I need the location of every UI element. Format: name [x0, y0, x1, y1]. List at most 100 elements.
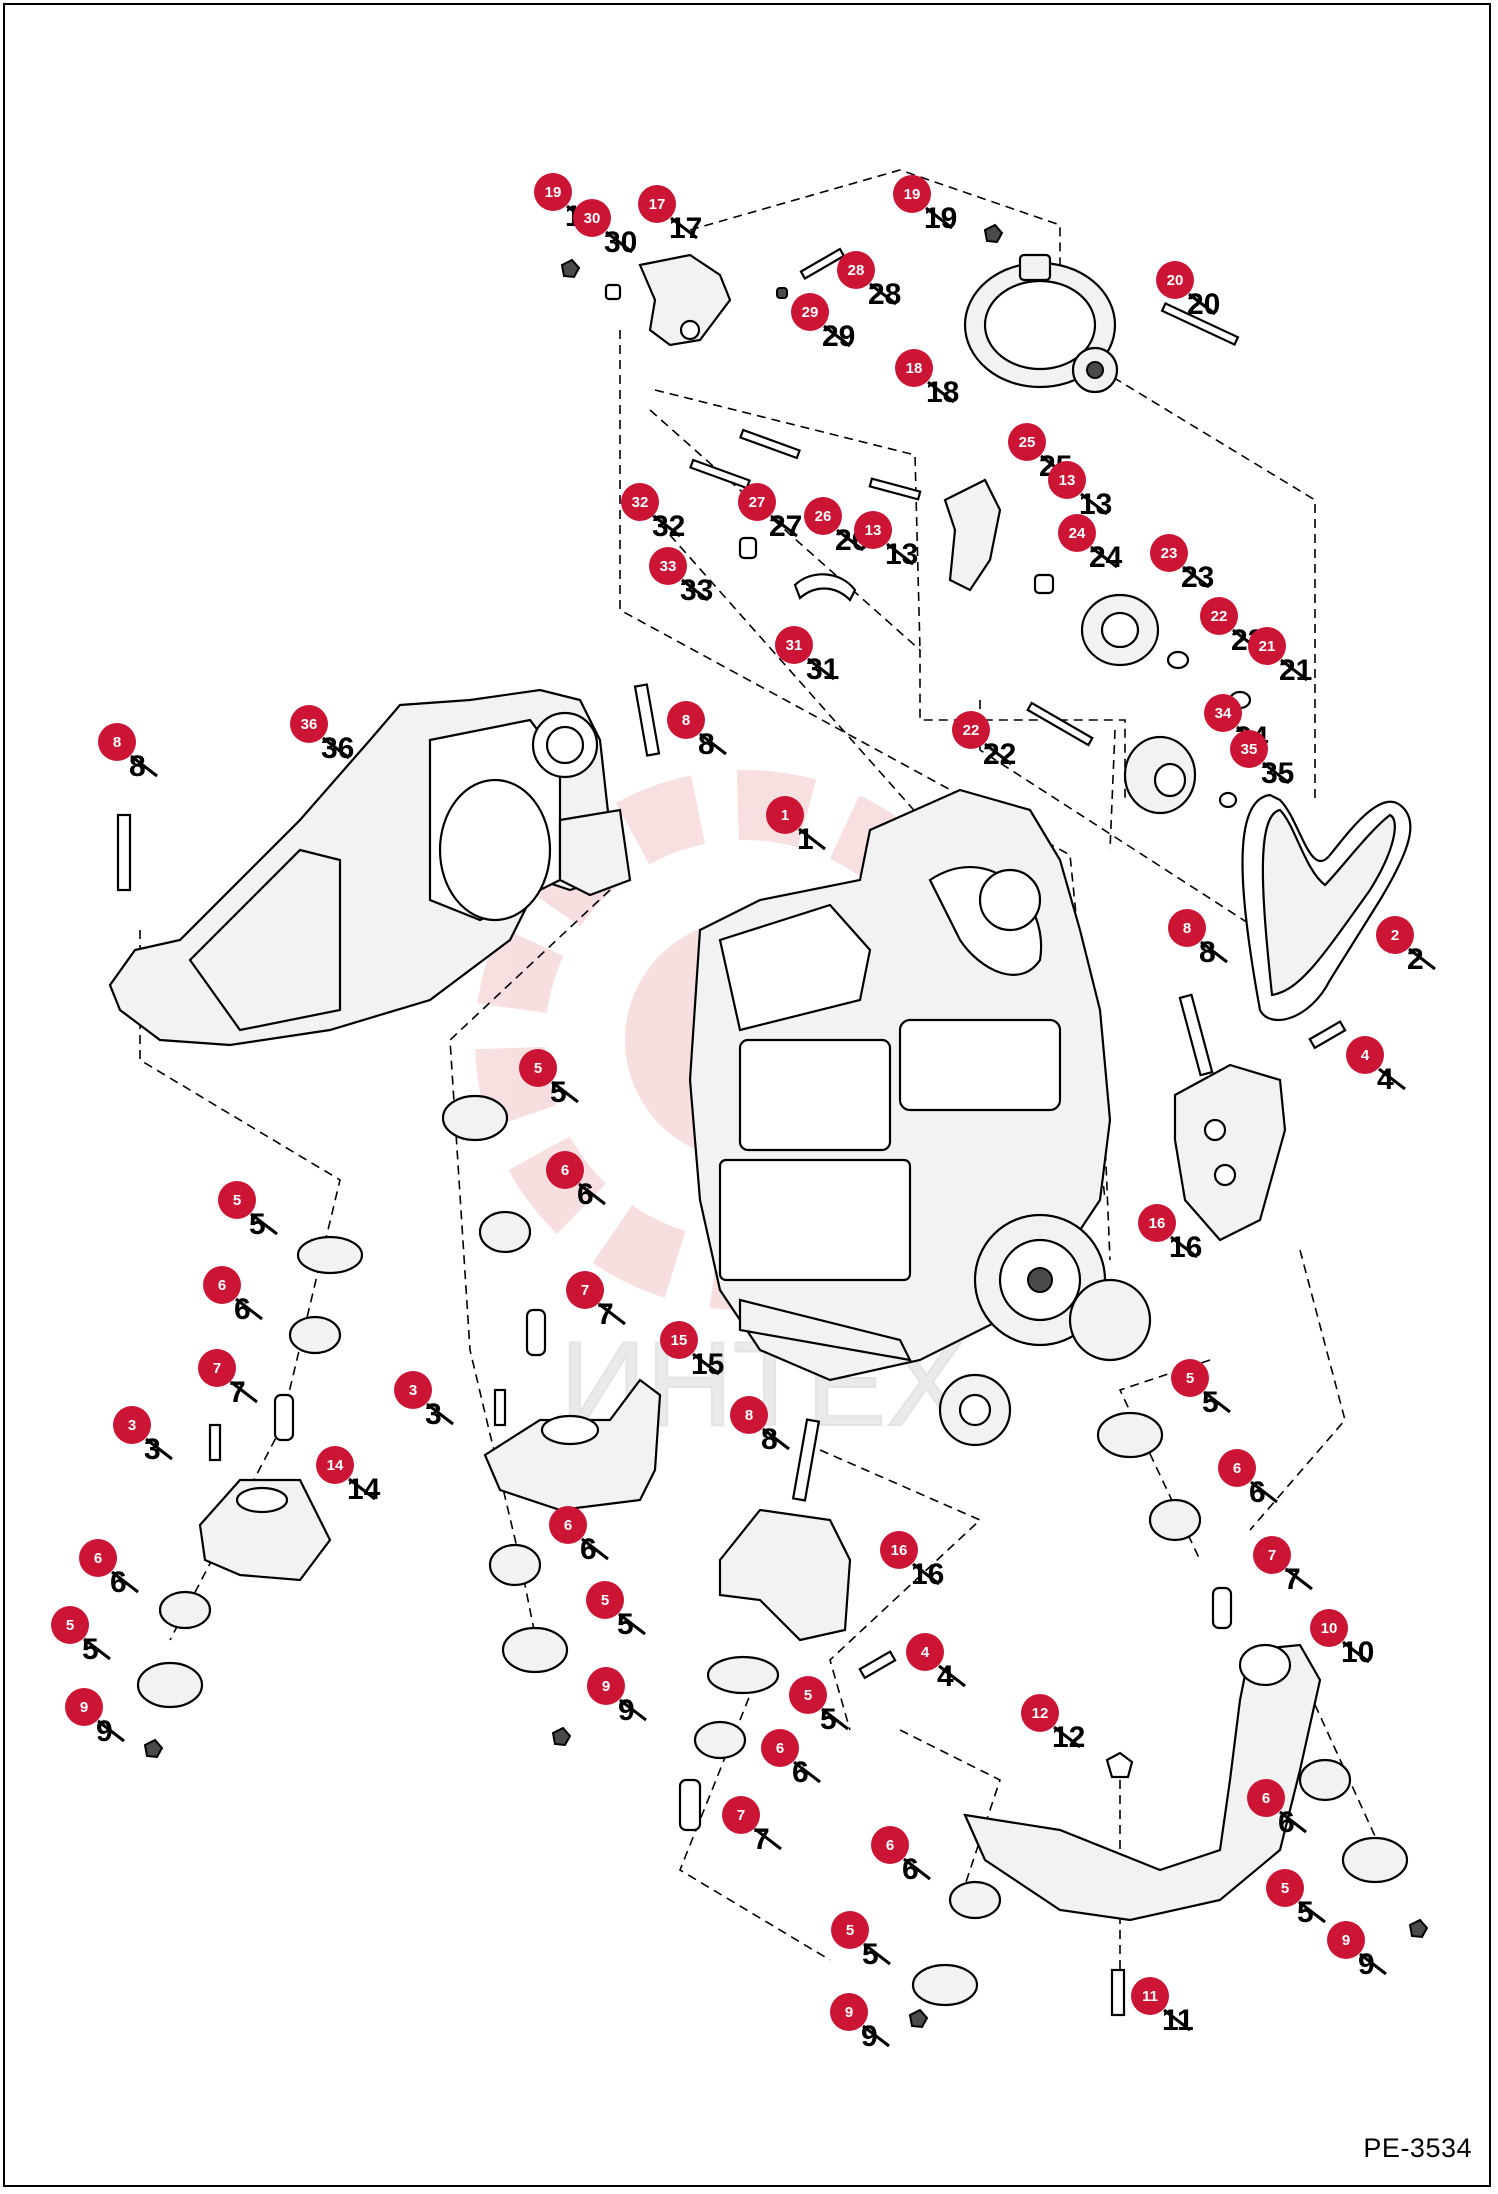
callout-circle-19a[interactable] — [534, 173, 572, 211]
callout-marker-2[interactable]: 2 — [1376, 916, 1414, 954]
callout-marker-8b[interactable]: 8 — [667, 701, 705, 739]
callout-marker-32[interactable]: 32 — [621, 483, 659, 521]
callout-circle-11[interactable] — [1131, 1977, 1169, 2015]
callout-circle-31[interactable] — [775, 626, 813, 664]
callout-circle-34[interactable] — [1204, 694, 1242, 732]
callout-circle-9a[interactable] — [65, 1688, 103, 1726]
callout-marker-9c[interactable]: 9 — [830, 1993, 868, 2031]
callout-marker-6h[interactable]: 6 — [1247, 1779, 1285, 1817]
callout-marker-4b[interactable]: 4 — [906, 1633, 944, 1671]
callout-circle-1[interactable] — [766, 796, 804, 834]
callout-circle-4a[interactable] — [1346, 1036, 1384, 1074]
callout-marker-24[interactable]: 24 — [1058, 514, 1096, 552]
callout-marker-23[interactable]: 23 — [1150, 534, 1188, 572]
callout-circle-13a[interactable] — [1048, 461, 1086, 499]
callout-marker-8c[interactable]: 8 — [1168, 909, 1206, 947]
callout-circle-5g[interactable] — [1171, 1359, 1209, 1397]
callout-marker-22b[interactable]: 22 — [1200, 597, 1238, 635]
callout-circle-25[interactable] — [1008, 423, 1046, 461]
callout-circle-6a[interactable] — [546, 1151, 584, 1189]
callout-marker-17[interactable]: 17 — [638, 185, 676, 223]
callout-marker-5h[interactable]: 5 — [1266, 1869, 1304, 1907]
callout-marker-18[interactable]: 18 — [895, 349, 933, 387]
callout-circle-5f[interactable] — [831, 1911, 869, 1949]
callout-circle-6d[interactable] — [549, 1506, 587, 1544]
callout-marker-7b[interactable]: 7 — [198, 1349, 236, 1387]
callout-circle-7c[interactable] — [722, 1796, 760, 1834]
callout-marker-3b[interactable]: 3 — [394, 1371, 432, 1409]
callout-marker-6a[interactable]: 6 — [546, 1151, 584, 1189]
callout-marker-26[interactable]: 26 — [804, 497, 842, 535]
callout-circle-9d[interactable] — [1327, 1921, 1365, 1959]
callout-marker-1[interactable]: 1 — [766, 796, 804, 834]
callout-circle-16a[interactable] — [1138, 1204, 1176, 1242]
callout-marker-4a[interactable]: 4 — [1346, 1036, 1384, 1074]
callout-marker-7d[interactable]: 7 — [1253, 1536, 1291, 1574]
callout-circle-9b[interactable] — [587, 1667, 625, 1705]
callout-marker-34[interactable]: 34 — [1204, 694, 1242, 732]
callout-circle-5c[interactable] — [51, 1606, 89, 1644]
callout-circle-6g[interactable] — [1218, 1449, 1256, 1487]
callout-circle-4b[interactable] — [906, 1633, 944, 1671]
callout-marker-6e[interactable]: 6 — [761, 1729, 799, 1767]
callout-marker-36[interactable]: 36 — [290, 705, 328, 743]
callout-marker-22a[interactable]: 22 — [952, 711, 990, 749]
callout-marker-21[interactable]: 21 — [1248, 627, 1286, 665]
callout-marker-8d[interactable]: 8 — [730, 1396, 768, 1434]
callout-circle-17[interactable] — [638, 185, 676, 223]
callout-circle-10[interactable] — [1310, 1609, 1348, 1647]
callout-marker-30[interactable]: 30 — [573, 199, 611, 237]
callout-circle-33[interactable] — [649, 547, 687, 585]
callout-marker-11[interactable]: 11 — [1131, 1977, 1169, 2015]
callout-circle-3b[interactable] — [394, 1371, 432, 1409]
callout-marker-29[interactable]: 29 — [791, 293, 829, 331]
callout-circle-8c[interactable] — [1168, 909, 1206, 947]
callout-marker-6f[interactable]: 6 — [871, 1826, 909, 1864]
callout-marker-5c[interactable]: 5 — [51, 1606, 89, 1644]
callout-marker-12[interactable]: 12 — [1021, 1694, 1059, 1732]
callout-marker-5e[interactable]: 5 — [789, 1676, 827, 1714]
callout-circle-29[interactable] — [791, 293, 829, 331]
callout-marker-19a[interactable]: 19 — [534, 173, 572, 211]
callout-circle-5e[interactable] — [789, 1676, 827, 1714]
callout-circle-26[interactable] — [804, 497, 842, 535]
callout-circle-36[interactable] — [290, 705, 328, 743]
callout-circle-22a[interactable] — [952, 711, 990, 749]
callout-circle-16b[interactable] — [880, 1531, 918, 1569]
callout-marker-5g[interactable]: 5 — [1171, 1359, 1209, 1397]
callout-marker-27[interactable]: 27 — [738, 483, 776, 521]
callout-circle-30[interactable] — [573, 199, 611, 237]
callout-circle-28[interactable] — [837, 251, 875, 289]
callout-marker-19b[interactable]: 19 — [893, 175, 931, 213]
callout-circle-15[interactable] — [660, 1321, 698, 1359]
callout-marker-5f[interactable]: 5 — [831, 1911, 869, 1949]
callout-marker-25[interactable]: 25 — [1008, 423, 1046, 461]
callout-circle-7d[interactable] — [1253, 1536, 1291, 1574]
callout-marker-16a[interactable]: 16 — [1138, 1204, 1176, 1242]
callout-marker-13b[interactable]: 13 — [854, 511, 892, 549]
callout-circle-9c[interactable] — [830, 1993, 868, 2031]
callout-circle-21[interactable] — [1248, 627, 1286, 665]
callout-circle-8a[interactable] — [98, 723, 136, 761]
callout-marker-5d[interactable]: 5 — [586, 1581, 624, 1619]
callout-marker-6d[interactable]: 6 — [549, 1506, 587, 1544]
callout-circle-13b[interactable] — [854, 511, 892, 549]
callout-circle-2[interactable] — [1376, 916, 1414, 954]
callout-circle-14[interactable] — [316, 1446, 354, 1484]
callout-marker-6b[interactable]: 6 — [203, 1266, 241, 1304]
callout-circle-5h[interactable] — [1266, 1869, 1304, 1907]
callout-marker-5a[interactable]: 5 — [519, 1049, 557, 1087]
callout-circle-19b[interactable] — [893, 175, 931, 213]
callout-marker-31[interactable]: 31 — [775, 626, 813, 664]
callout-circle-24[interactable] — [1058, 514, 1096, 552]
callout-circle-5a[interactable] — [519, 1049, 557, 1087]
callout-marker-6g[interactable]: 6 — [1218, 1449, 1256, 1487]
callout-marker-9d[interactable]: 9 — [1327, 1921, 1365, 1959]
callout-circle-6b[interactable] — [203, 1266, 241, 1304]
callout-marker-20[interactable]: 20 — [1156, 261, 1194, 299]
callout-marker-14[interactable]: 14 — [316, 1446, 354, 1484]
callout-marker-5b[interactable]: 5 — [218, 1181, 256, 1219]
callout-marker-7a[interactable]: 7 — [566, 1271, 604, 1309]
callout-circle-7b[interactable] — [198, 1349, 236, 1387]
callout-marker-35[interactable]: 35 — [1230, 730, 1268, 768]
